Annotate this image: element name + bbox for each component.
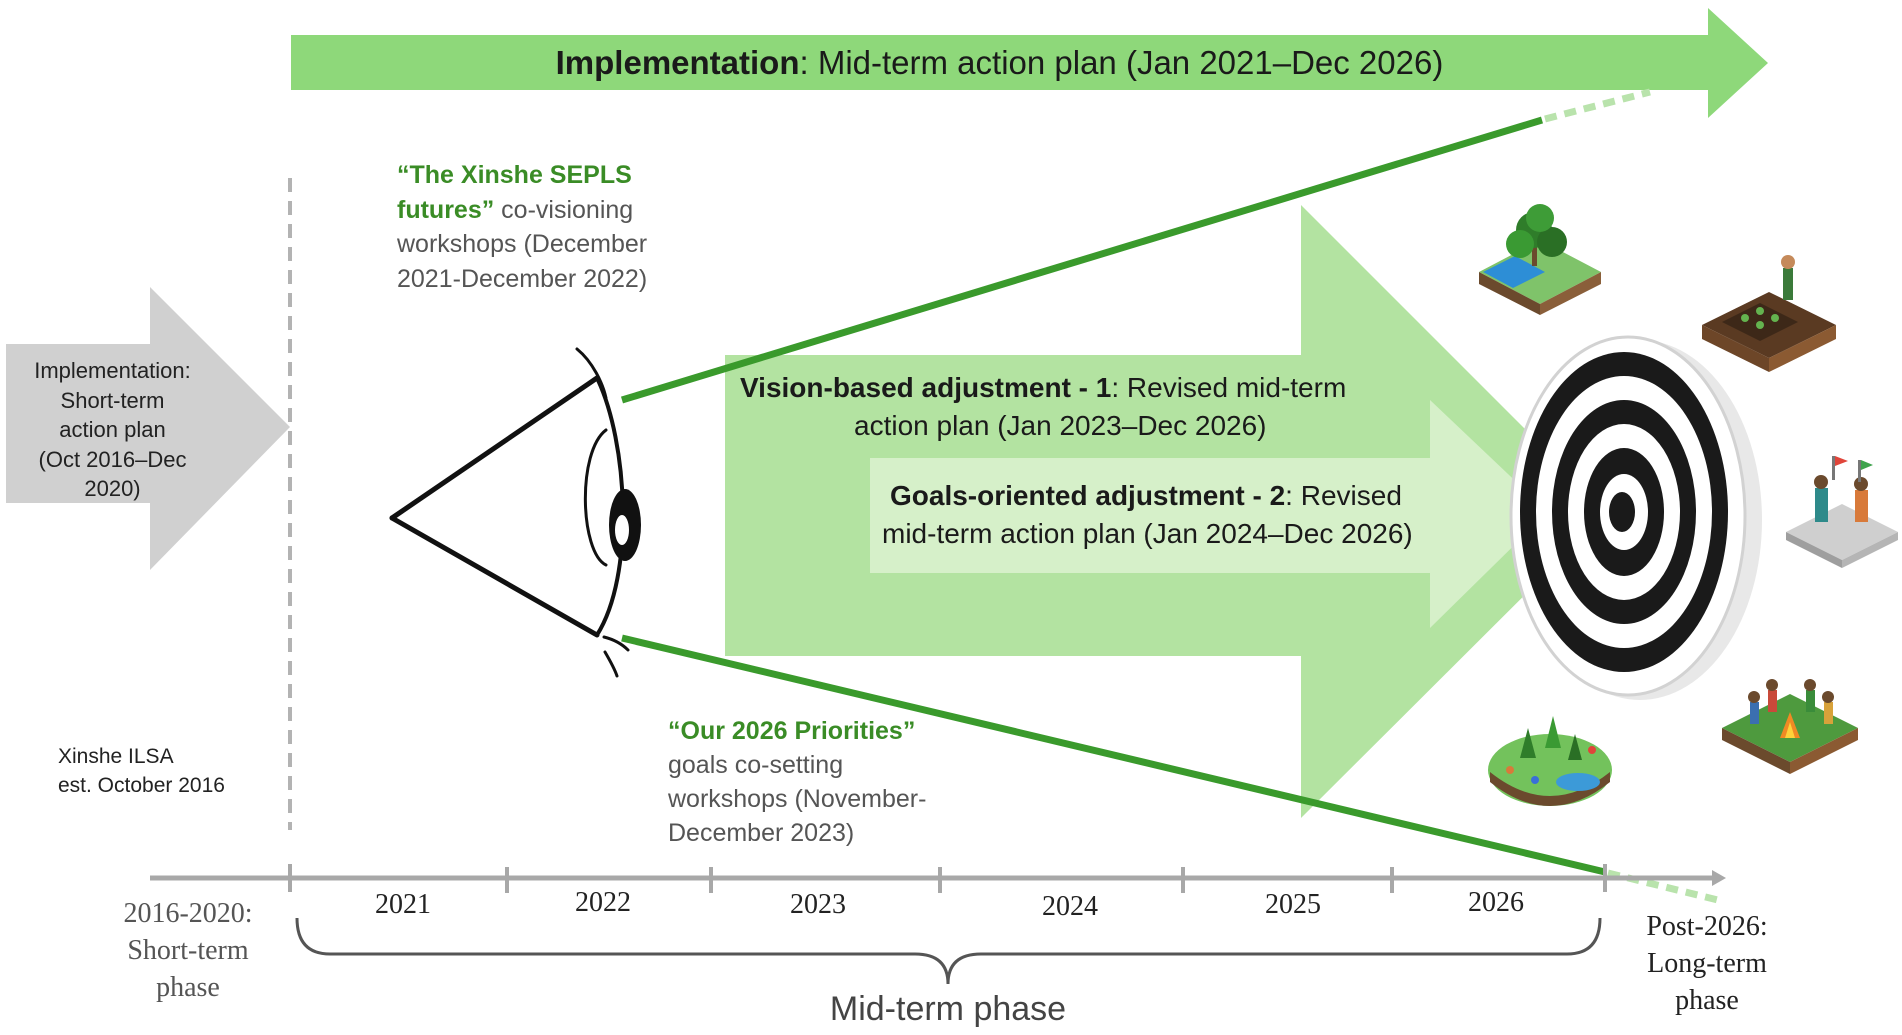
priorities-line: December 2023) [668, 819, 855, 847]
visioning-rest-line: 2021-December 2022) [397, 264, 648, 293]
short-term-label-line: 2020) [84, 476, 141, 501]
banner-title-rest: : Mid-term action plan (Jan 2021–Dec 202… [799, 44, 1444, 81]
upper-vision-line-extension [1544, 88, 1651, 123]
establishment-note: Xinshe ILSA est. October 2016 [58, 742, 225, 800]
long-term-phase-line: Post-2026: [1646, 911, 1768, 942]
community-meeting-icon [1786, 456, 1898, 568]
year-label: 2024 [1042, 891, 1098, 922]
eye-icon [389, 347, 641, 678]
long-term-phase-label: Post-2026: Long-term phase [1617, 908, 1797, 1019]
short-term-label-line: (Oct 2016–Dec [38, 446, 187, 472]
short-term-label-line: Short-term [60, 387, 165, 413]
target-icon [1509, 335, 1762, 700]
year-label: 2021 [375, 889, 431, 920]
upper-vision-line [620, 116, 1544, 404]
year-label: 2022 [575, 887, 631, 918]
forest-water-landscape-icon [1479, 204, 1601, 315]
timeline-ticks [288, 864, 1607, 893]
priorities-line: workshops (November- [668, 785, 927, 813]
park-recreation-icon [1488, 716, 1612, 806]
priorities-workshop-note: “Our 2026 Priorities” goals co-setting w… [668, 714, 926, 850]
visioning-rest-line: workshops (December [397, 230, 648, 258]
adjustment-2-label: Goals-oriented adjustment - 2: Revised m… [870, 477, 1570, 553]
adjustment-1-label: Vision-based adjustment - 1: Revised mid… [700, 369, 1700, 445]
adjustment-1-rest: : Revised mid-term [1111, 372, 1347, 403]
year-label: 2023 [790, 889, 846, 920]
year-label: 2025 [1265, 889, 1321, 920]
year-label: 2026 [1468, 887, 1524, 918]
campfire-gathering-icon [1722, 679, 1858, 774]
farming-plot-icon [1702, 255, 1836, 372]
adjustment-1-bold: Vision-based adjustment - 1 [740, 372, 1112, 403]
short-term-label-line: action plan [59, 417, 166, 442]
priorities-quote: “Our 2026 Priorities” [668, 717, 916, 745]
timeline-arrowhead [1712, 870, 1726, 886]
short-term-phase-line: Short-term [127, 935, 249, 966]
banner-title-bold: Implementation [555, 44, 800, 81]
adjustment-2-second-line: mid-term action plan (Jan 2024–Dec 2026) [882, 518, 1413, 549]
lower-vision-line [621, 634, 1606, 876]
short-term-phase-line: 2016-2020: [123, 898, 253, 929]
establishment-line: est. October 2016 [58, 774, 225, 797]
short-term-arrow-label: Implementation: Short-term action plan (… [5, 356, 220, 504]
long-term-phase-line: Long-term [1647, 948, 1767, 979]
mid-term-brace [295, 917, 1602, 985]
adjustment-1-second-line: action plan (Jan 2023–Dec 2026) [854, 410, 1267, 441]
adjustment-2-rest: : Revised [1285, 480, 1402, 511]
visioning-quote-line: futures” [397, 195, 495, 224]
goals-adjustment-arrow [870, 400, 1548, 628]
short-term-phase-line: phase [156, 972, 220, 1003]
visioning-quote-line: “The Xinshe SEPLS [397, 161, 632, 189]
long-term-phase-line: phase [1675, 985, 1739, 1016]
banner-title: Implementation: Mid-term action plan (Ja… [291, 40, 1708, 86]
visioning-workshop-note: “The Xinshe SEPLS futures” co-visioning … [397, 158, 647, 296]
mid-term-phase-label: Mid-term phase [829, 990, 1067, 1028]
visioning-rest-line: co-visioning [494, 195, 634, 224]
adjustment-2-bold: Goals-oriented adjustment - 2 [890, 480, 1286, 511]
mid-term-implementation-arrow [291, 8, 1768, 118]
short-term-label-line: Implementation: [34, 358, 191, 383]
establishment-line: Xinshe ILSA [58, 745, 174, 768]
short-term-phase-label: 2016-2020: Short-term phase [98, 895, 278, 1006]
short-term-arrow [6, 287, 290, 570]
priorities-line: goals co-setting [668, 751, 844, 779]
